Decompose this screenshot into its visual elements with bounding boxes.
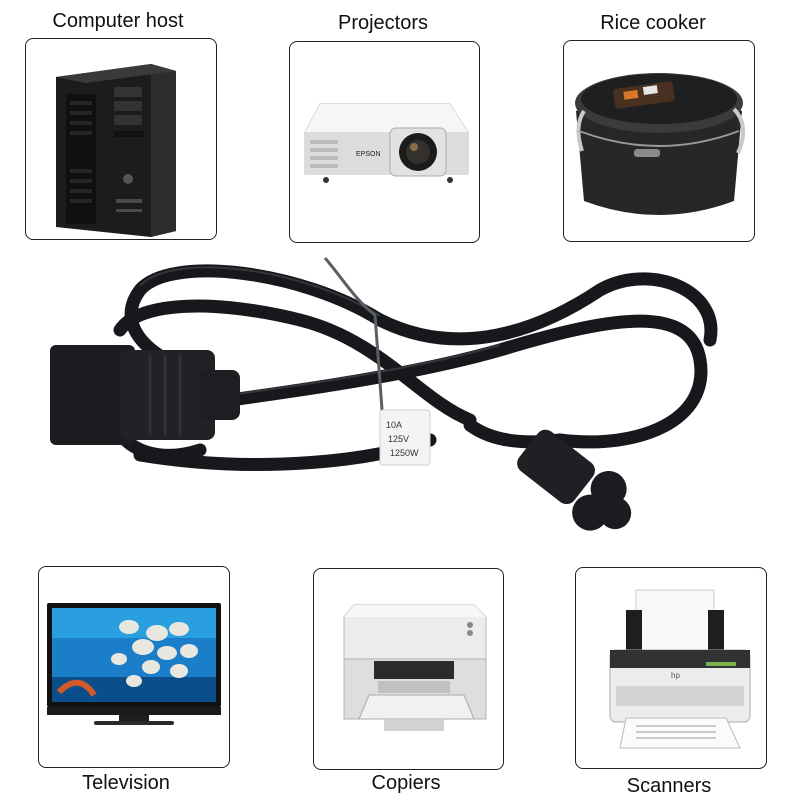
label-computer-host: Computer host bbox=[52, 10, 184, 32]
projector-image: EPSON bbox=[304, 103, 469, 183]
copier-card bbox=[313, 568, 504, 770]
projector-card: EPSON bbox=[289, 41, 480, 243]
television-card bbox=[38, 566, 230, 768]
label-projectors: Projectors bbox=[337, 12, 429, 34]
epson-brand-text: EPSON bbox=[356, 151, 381, 158]
rice-cooker-image bbox=[575, 73, 746, 215]
power-cable-image: 10A 125V 1250W bbox=[50, 257, 718, 531]
scanner-card: hp bbox=[575, 567, 767, 769]
tag-line-volts: 125V bbox=[388, 434, 409, 444]
computer-tower-image bbox=[56, 64, 176, 237]
label-television: Television bbox=[82, 772, 170, 794]
left-plug bbox=[50, 345, 135, 445]
scanner-image: hp bbox=[609, 589, 751, 749]
rice-cooker-card bbox=[563, 40, 755, 242]
tag-line-amps: 10A bbox=[386, 420, 402, 430]
television-image bbox=[47, 603, 221, 725]
right-plug bbox=[517, 429, 632, 531]
computer-host-card bbox=[25, 38, 217, 240]
label-scanners: Scanners bbox=[626, 775, 712, 797]
printer-image bbox=[343, 604, 487, 731]
label-copiers: Copiers bbox=[371, 772, 441, 794]
hp-brand-text: hp bbox=[671, 671, 680, 680]
label-rice-cooker: Rice cooker bbox=[600, 12, 706, 34]
tag-line-watts: 1250W bbox=[390, 448, 419, 458]
rating-tag bbox=[379, 409, 431, 466]
